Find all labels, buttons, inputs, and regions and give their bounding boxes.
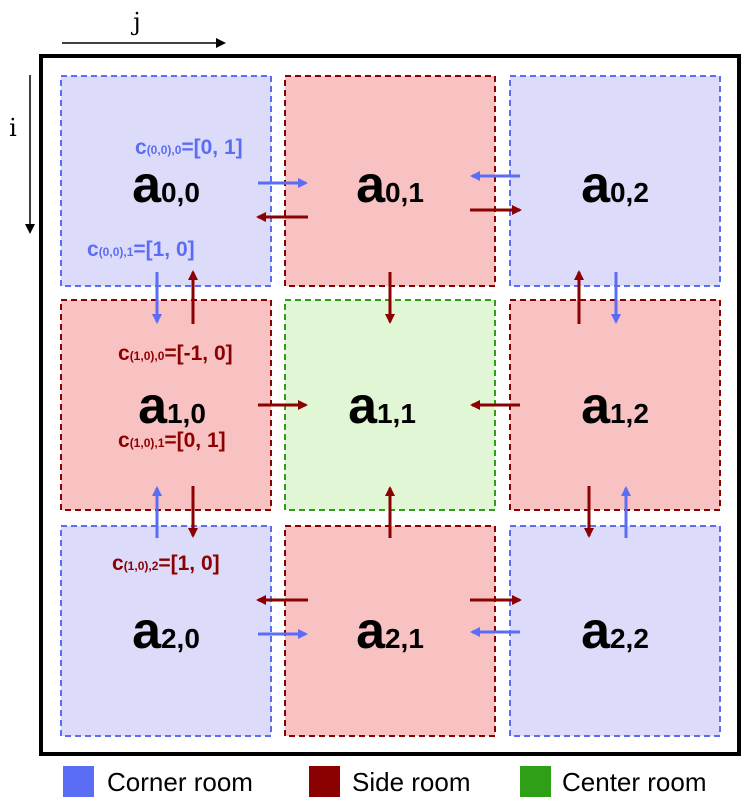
room-0-1: a0,1 xyxy=(284,75,496,287)
room-2-1-box xyxy=(284,525,496,737)
conn-label-c10-0: c(1,0),0=[-1, 0] xyxy=(118,342,233,365)
room-2-1: a2,1 xyxy=(284,525,496,737)
room-0-1-box xyxy=(284,75,496,287)
room-0-0-box xyxy=(60,75,272,287)
room-2-2-label: a2,2 xyxy=(581,602,649,660)
axes: j i xyxy=(9,8,226,234)
conn-label-c10-2: c(1,0),2=[1, 0] xyxy=(112,552,220,575)
room-2-0: a2,0 xyxy=(60,525,272,737)
legend-swatch-corner xyxy=(63,766,94,797)
room-2-2: a2,2 xyxy=(509,525,721,737)
room-0-0-label: a0,0 xyxy=(132,156,200,214)
room-1-2: a1,2 xyxy=(509,299,721,511)
room-0-2-label: a0,2 xyxy=(581,156,649,214)
room-1-0-box xyxy=(60,299,272,511)
room-1-2-label: a1,2 xyxy=(581,377,649,435)
j-axis-label: j xyxy=(130,8,140,36)
room-0-1-label: a0,1 xyxy=(356,156,424,214)
grid-frame xyxy=(39,54,741,756)
room-1-0-label: a1,0 xyxy=(138,377,206,435)
conn-label-c00-0: c(0,0),0=[0, 1] xyxy=(135,136,243,159)
room-1-1-box xyxy=(284,299,496,511)
legend-label-corner: Corner room xyxy=(107,767,253,797)
room-2-2-box xyxy=(509,525,721,737)
legend-label-side: Side room xyxy=(352,767,471,797)
room-1-1: a1,1 xyxy=(284,299,496,511)
room-2-1-label: a2,1 xyxy=(356,602,424,660)
room-1-1-label: a1,1 xyxy=(348,377,416,435)
i-axis-label: i xyxy=(9,114,17,142)
conn-label-c00-1: c(0,0),1=[1, 0] xyxy=(87,238,195,261)
legend-swatch-center xyxy=(520,766,551,797)
connection-labels: c(0,0),0=[0, 1] c(0,0),1=[1, 0] c(1,0),0… xyxy=(87,136,243,575)
legend-label-center: Center room xyxy=(562,767,707,797)
room-1-0: a1,0 xyxy=(60,299,272,511)
room-0-2: a0,2 xyxy=(509,75,721,287)
legend-swatch-side xyxy=(309,766,340,797)
legend: Corner room Side room Center room xyxy=(63,766,707,797)
room-0-0: a0,0 xyxy=(60,75,272,287)
room-1-2-box xyxy=(509,299,721,511)
rooms: a0,0 a0,1 a0,2 a1,0 a1,1 a1,2 a2,0 a2,1 xyxy=(60,75,721,737)
conn-label-c10-1: c(1,0),1=[0, 1] xyxy=(118,429,226,452)
room-2-0-label: a2,0 xyxy=(132,602,200,660)
room-2-0-box xyxy=(60,525,272,737)
connection-arrows xyxy=(152,171,631,639)
